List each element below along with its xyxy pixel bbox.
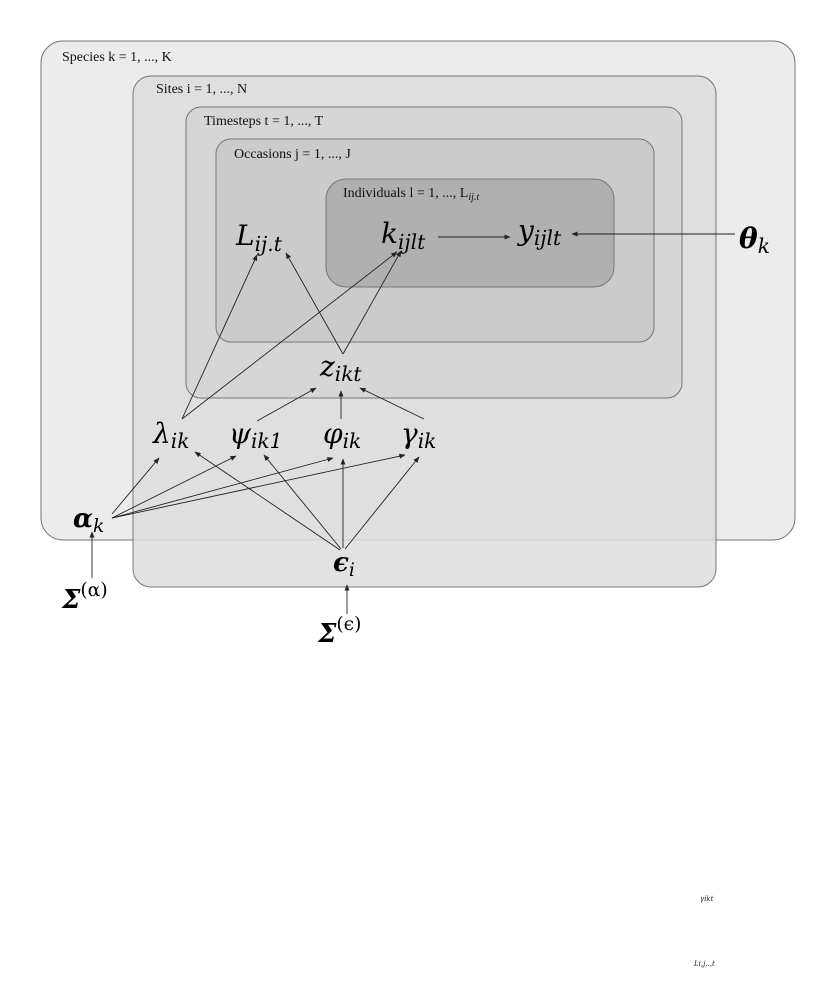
edge-alpha-to-phi	[111, 457, 334, 519]
node-epsilon: ϵi	[333, 548, 355, 581]
node-y: yijlt	[516, 214, 562, 250]
node-phi: φik	[323, 417, 361, 453]
edges	[89, 231, 735, 614]
node-sigma-eps: Σ(ϵ)	[317, 614, 361, 649]
individuals-plate-label: Individuals l = 1, ..., Lij.t	[343, 186, 479, 203]
edge-lambda-to-L	[181, 254, 258, 420]
node-gamma: γik	[401, 417, 436, 453]
node-psi: ψik1	[229, 417, 282, 453]
edge-z-to-k	[342, 250, 402, 355]
edge-alpha-to-lambda	[111, 457, 160, 515]
edge-lambda-to-k	[181, 251, 398, 420]
node-theta: θk	[739, 222, 770, 258]
individuals-plate	[325, 178, 615, 288]
node-sigma-alpha: Σ(α)	[61, 580, 108, 615]
timesteps-plate-label: Timesteps t = 1, ..., T	[204, 114, 324, 129]
stray-label-gamma-ikt: γikt	[700, 895, 714, 903]
node-lambda: λik	[152, 417, 189, 453]
node-k: kijlt	[381, 217, 426, 254]
edge-alpha-to-psi	[111, 455, 237, 519]
edge-z-to-L	[285, 252, 344, 355]
node-L: Lij.t	[235, 219, 283, 256]
edge-alpha-to-gamma	[111, 453, 406, 519]
edge-eps-to-psi	[263, 454, 342, 550]
edge-eps-to-lambda	[194, 451, 341, 551]
occasions-plate-label: Occasions j = 1, ..., J	[234, 147, 351, 162]
edge-gamma-to-z	[359, 387, 425, 420]
edge-eps-to-gamma	[344, 456, 420, 550]
stray-label-L-ijt: Li,j,.,t	[694, 960, 715, 968]
node-z: zikt	[319, 350, 362, 386]
node-alpha: αk	[73, 504, 104, 537]
edge-psi-to-z	[256, 387, 317, 422]
sites-plate-label: Sites i = 1, ..., N	[156, 82, 247, 97]
species-plate-label: Species k = 1, ..., K	[62, 50, 172, 65]
